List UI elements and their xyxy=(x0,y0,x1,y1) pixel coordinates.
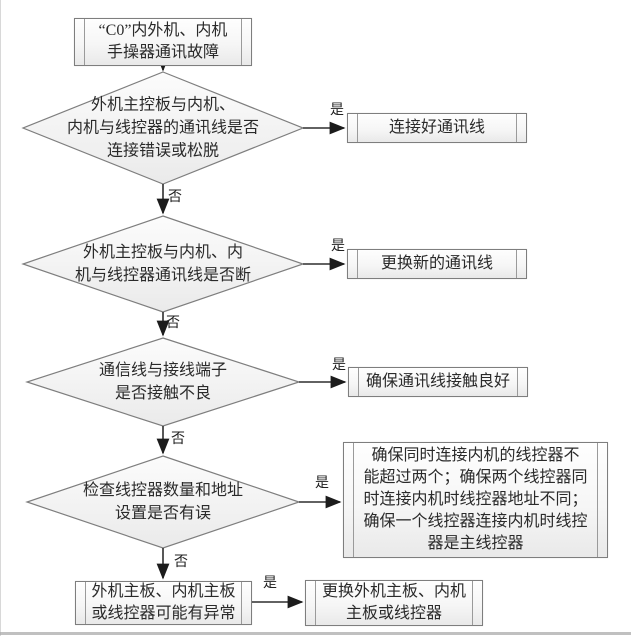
action-connect-line-box: 连接好通讯线 xyxy=(347,113,527,143)
label-yes-4: 是 xyxy=(315,476,329,491)
conclusion-board-abnormal-text: 外机主板、内机主板 或线控器可能有异常 xyxy=(91,583,236,622)
label-no-3: 否 xyxy=(171,432,185,447)
label-no-1: 否 xyxy=(168,190,182,205)
action-ensure-contact-text: 确保通讯线接触良好 xyxy=(365,373,510,390)
action-ensure-contact-box: 确保通讯线接触良好 xyxy=(348,367,528,397)
action-connect-line-text: 连接好通讯线 xyxy=(388,119,485,136)
action-replace-line-box: 更换新的通讯线 xyxy=(347,249,527,279)
label-yes-3: 是 xyxy=(332,358,346,373)
conclusion-board-abnormal-box: 外机主板、内机主板 或线控器可能有异常 xyxy=(75,581,252,625)
action-controller-rules-box: 确保同时连接内机的线控器不 能超过两个；确保两个线控器同 时连接内机时线控器地址… xyxy=(343,442,608,558)
decision-line-connection-text: 外机主控板与内机、 内机与线控器的通讯线是否 连接错误或松脱 xyxy=(66,96,259,160)
action-replace-boards-text: 更换外机主板、内机 主板或线控器 xyxy=(321,583,466,622)
action-controller-rules-text: 确保同时连接内机的线控器不 能超过两个；确保两个线控器同 时连接内机时线控器地址… xyxy=(363,447,588,552)
image-bottom-edge xyxy=(0,632,631,635)
label-yes-5: 是 xyxy=(263,576,277,591)
label-no-4: 否 xyxy=(174,555,188,570)
decision-terminal-contact-text: 通信线与接线端子 是否接触不良 xyxy=(98,362,227,402)
image-left-edge xyxy=(0,0,1,636)
label-no-2: 否 xyxy=(166,316,180,331)
start-box-text: “C0”内外机、内机 手操器通讯故障 xyxy=(98,22,228,61)
start-box: “C0”内外机、内机 手操器通讯故障 xyxy=(74,18,252,66)
decision-line-broken-text: 外机主控板与内机、内 机与线控器通讯线是否断 xyxy=(74,244,251,284)
action-replace-boards-box: 更换外机主板、内机 主板或线控器 xyxy=(305,580,483,626)
action-replace-line-text: 更换新的通讯线 xyxy=(380,255,493,272)
label-yes-2: 是 xyxy=(331,239,345,254)
decision-controller-count-text: 检查线控器数量和地址 设置是否有误 xyxy=(82,482,243,522)
label-yes-1: 是 xyxy=(330,103,344,118)
